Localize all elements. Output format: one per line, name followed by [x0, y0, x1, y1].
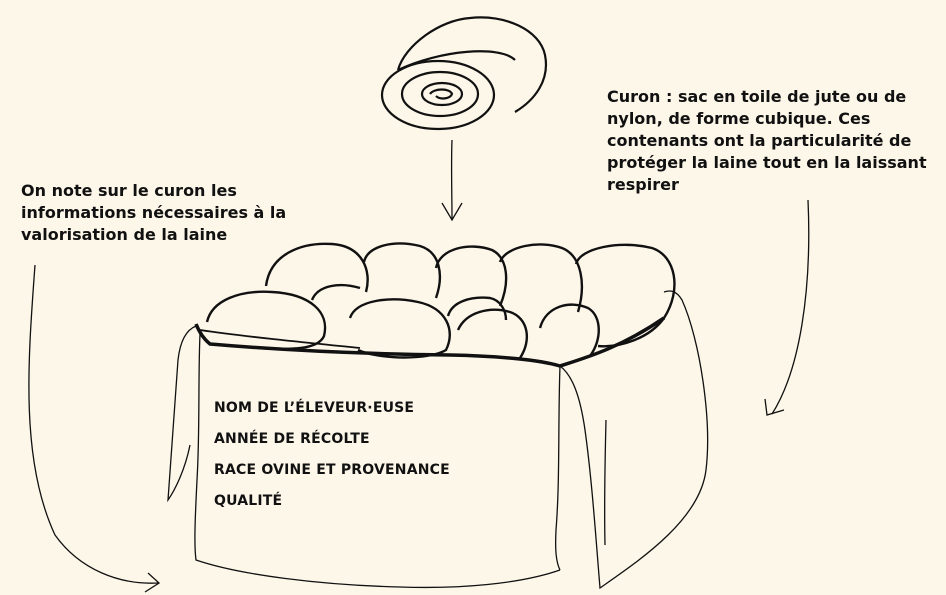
- curved-arrow-icon: [29, 265, 159, 592]
- rolled-fleece-icon: [382, 17, 546, 129]
- label-info-caption: On note sur le curon les informations né…: [21, 180, 311, 246]
- label-quality: QUALITÉ: [214, 491, 450, 522]
- curon-definition-caption: Curon : sac en toile de jute ou de nylon…: [607, 86, 937, 196]
- sack-label-list: NOM DE L’ÉLEVEUR·EUSE ANNÉE DE RÉCOLTE R…: [214, 398, 450, 522]
- arrow-down-icon: [442, 140, 462, 220]
- curved-arrow-icon: [765, 200, 809, 415]
- label-breed-origin: RACE OVINE ET PROVENANCE: [214, 460, 450, 491]
- label-harvest-year: ANNÉE DE RÉCOLTE: [214, 429, 450, 460]
- label-breeder-name: NOM DE L’ÉLEVEUR·EUSE: [214, 398, 450, 429]
